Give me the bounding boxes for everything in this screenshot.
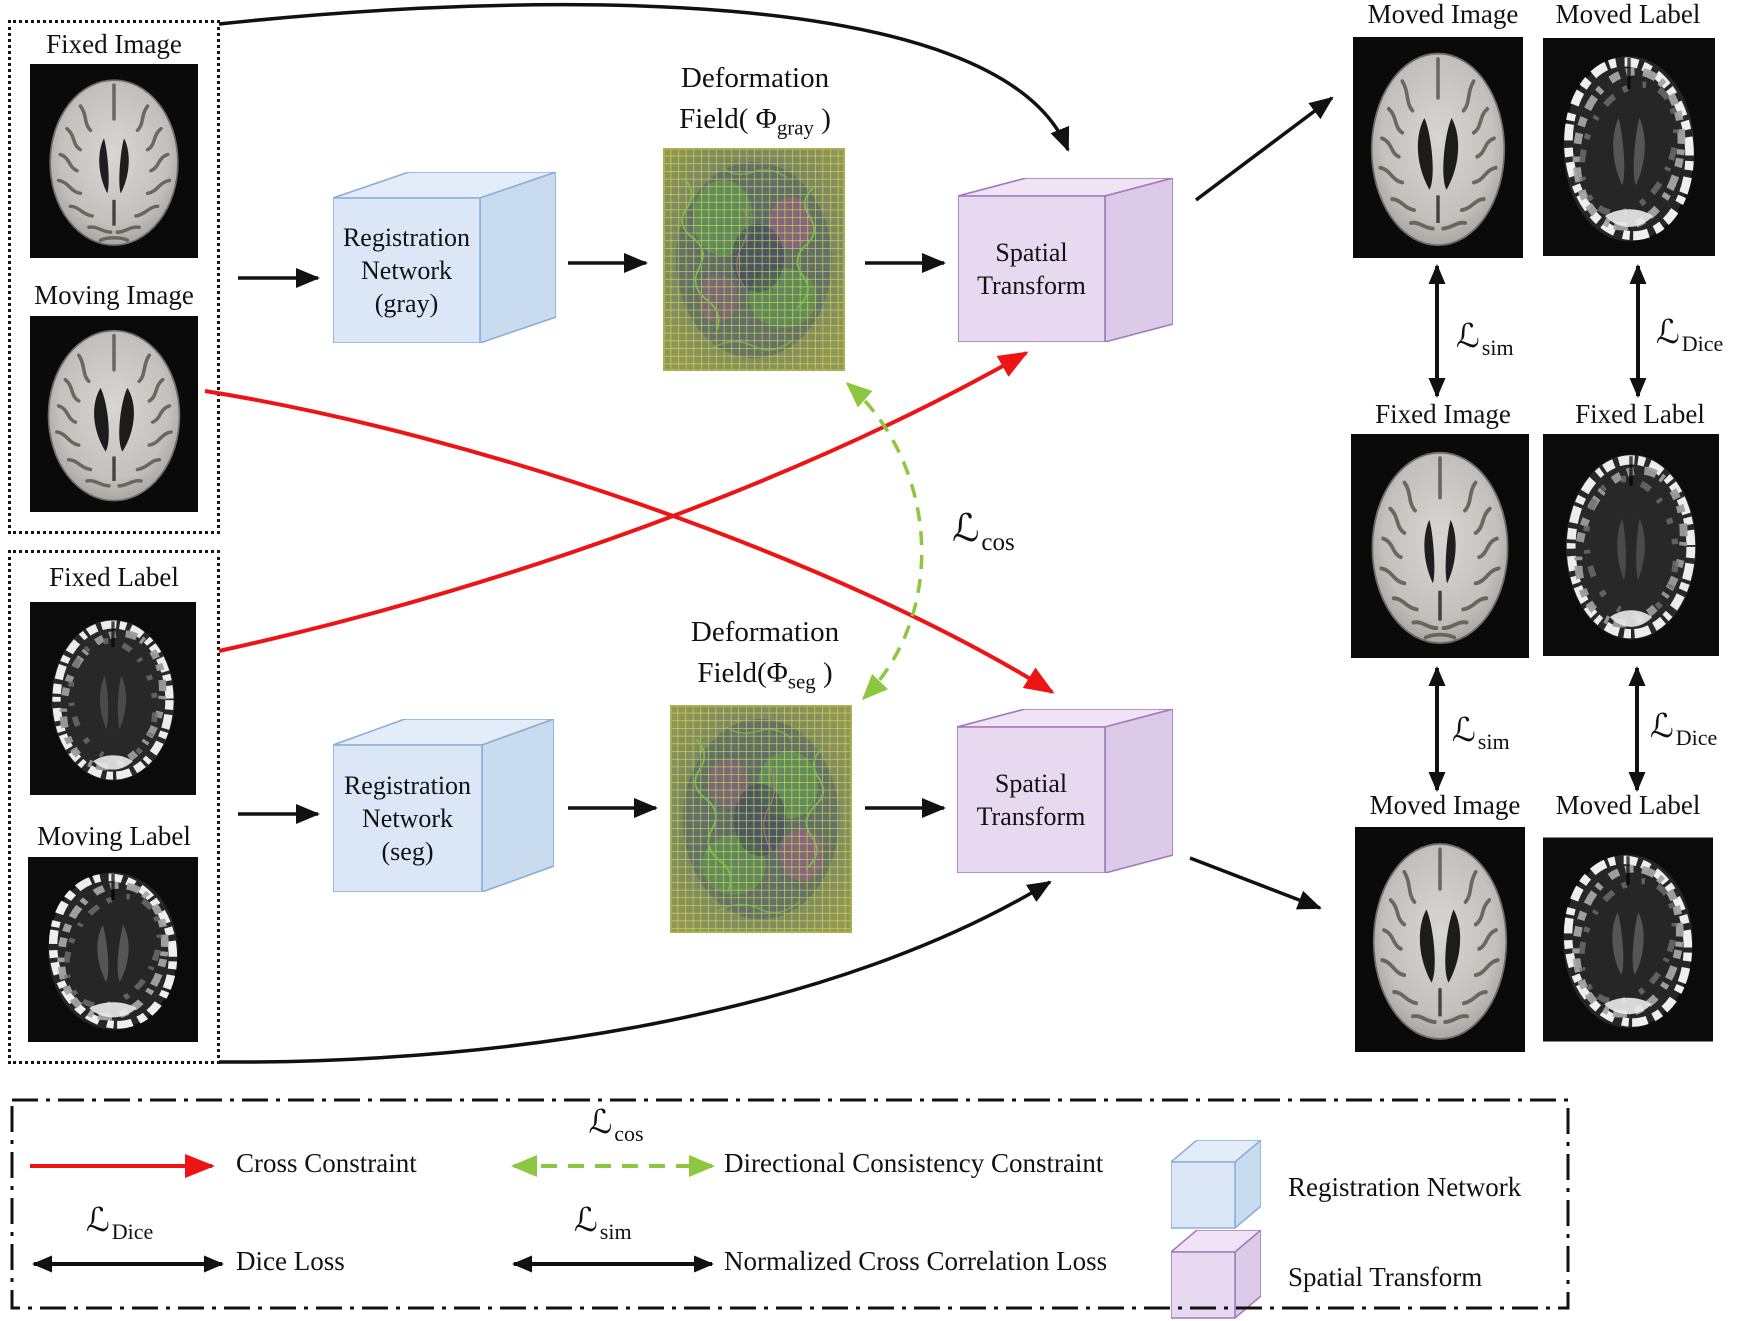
moved-image-title-2: Moved Image	[1369, 790, 1521, 820]
arrow-moving-label-to-spatial-transform-seg	[218, 880, 1052, 1064]
registration-network-gray-text: Registration Network (gray)	[342, 222, 471, 319]
arrow-cross-constraint-moving-image	[204, 389, 1055, 694]
arrow-transform-seg-to-moved-image-2	[1189, 856, 1322, 910]
loss-cos-label: ℒcos	[952, 506, 1015, 556]
moved-image-brain-2	[1355, 827, 1525, 1052]
input-labels-box	[8, 550, 220, 1064]
fixed-image-title-right: Fixed Image	[1375, 399, 1511, 429]
legend-loss-cos-label: ℒcos	[588, 1102, 644, 1146]
moved-label-title-2: Moved Label	[1555, 790, 1701, 820]
legend-registration-network-cube	[1171, 1140, 1261, 1229]
moved-label-title-1: Moved Label	[1555, 0, 1701, 29]
registration-network-seg-cube	[333, 719, 554, 892]
fixed-image-brain-right	[1351, 434, 1529, 658]
loss-sim-label-1: ℒsim	[1456, 316, 1514, 360]
moved-label-brain-1	[1543, 38, 1715, 256]
spatial-transform-gray-text: Spatial Transform	[977, 237, 1086, 300]
moved-label-brain-2	[1543, 829, 1713, 1050]
legend-loss-sim-label: ℒsim	[574, 1200, 632, 1244]
legend-spatial-transform-cube	[1171, 1230, 1261, 1319]
deformation-field-seg-title: Deformation Field(Φseg )	[690, 616, 840, 693]
registration-network-seg-text: Registration Network (seg)	[343, 770, 472, 867]
deformation-field-seg-image	[670, 705, 852, 933]
deformation-field-gray-title: Deformation Field( Φgray )	[679, 62, 831, 139]
moving-label-title: Moving Label	[37, 821, 191, 851]
loss-dice-label-2: ℒDice	[1650, 706, 1718, 750]
legend-registration-network-label: Registration Network	[1288, 1172, 1522, 1202]
moving-image-title: Moving Image	[34, 280, 194, 310]
spatial-transform-gray-cube	[958, 178, 1173, 342]
moved-image-title-1: Moved Image	[1367, 0, 1519, 29]
registration-network-gray-cube	[333, 172, 556, 343]
spatial-transform-seg-cube	[957, 709, 1173, 873]
fixed-label-title: Fixed Label	[49, 562, 179, 592]
arrow-cross-constraint-label	[218, 351, 1029, 653]
legend-spatial-transform-label: Spatial Transform	[1288, 1262, 1483, 1292]
input-images-box	[8, 20, 220, 534]
moving-image-brain	[30, 316, 198, 512]
legend-loss-dice-label: ℒDice	[86, 1200, 154, 1244]
legend-dice-loss-label: Dice Loss	[236, 1246, 345, 1276]
arrow-transform-gray-to-moved-image	[1194, 96, 1334, 202]
legend-directional-consistency-label: Directional Consistency Constraint	[724, 1148, 1104, 1178]
fixed-label-title-right: Fixed Label	[1575, 399, 1705, 429]
spatial-transform-seg-text: Spatial Transform	[976, 768, 1086, 831]
fixed-label-brain	[30, 602, 196, 795]
moving-label-brain	[28, 857, 198, 1042]
fixed-label-brain-right	[1543, 434, 1719, 656]
fixed-image-brain	[30, 64, 198, 258]
loss-dice-label-1: ℒDice	[1656, 312, 1724, 356]
fixed-image-title: Fixed Image	[46, 29, 182, 59]
legend-cross-constraint-label: Cross Constraint	[236, 1148, 417, 1178]
legend-ncc-loss-label: Normalized Cross Correlation Loss	[724, 1246, 1108, 1276]
loss-sim-label-2: ℒsim	[1452, 710, 1510, 754]
moved-image-brain-1	[1353, 37, 1523, 258]
deformation-field-gray-image	[663, 148, 845, 371]
